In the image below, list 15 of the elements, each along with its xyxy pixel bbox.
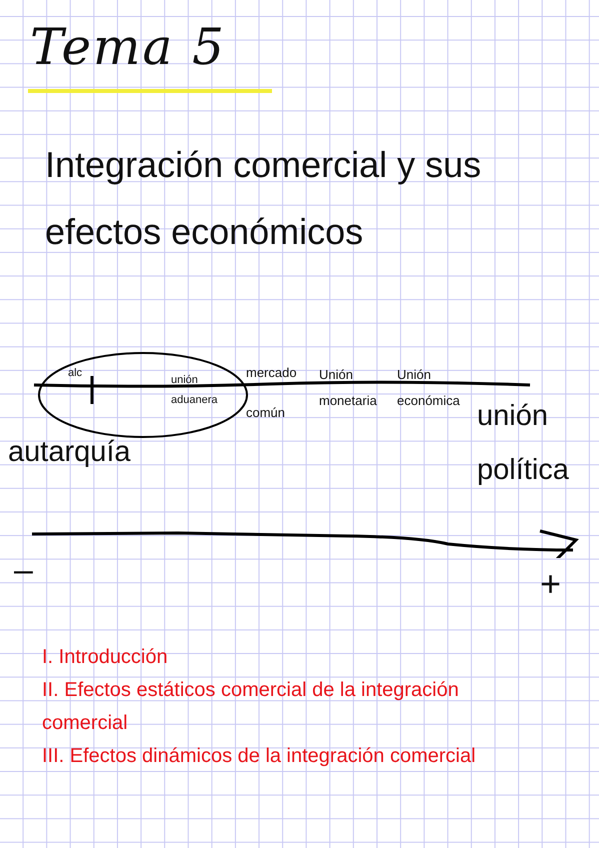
start-label: autarquía <box>8 435 132 470</box>
stage-label: unión aduanera <box>171 373 218 408</box>
outline-item: II. Efectos estáticos comercial de la integración comercial <box>42 678 460 736</box>
minus-sign: – <box>14 552 34 588</box>
outline-item: I. Introducción <box>42 645 169 670</box>
stage-label: alc <box>68 366 84 380</box>
outline-item: III. Efectos dinámicos de la integración comercial <box>42 744 477 769</box>
handwritten-title: Tema 5 <box>30 17 226 78</box>
stage-label: Unión monetaria <box>319 366 378 410</box>
end-label: unión política <box>477 399 570 488</box>
heading: Integración comercial y sus efectos económicos <box>45 143 482 254</box>
ellipse-node <box>38 352 248 438</box>
plus-sign: + <box>540 566 562 602</box>
stage-label: mercado común <box>246 364 298 422</box>
stage-label: Unión económica <box>397 366 461 410</box>
